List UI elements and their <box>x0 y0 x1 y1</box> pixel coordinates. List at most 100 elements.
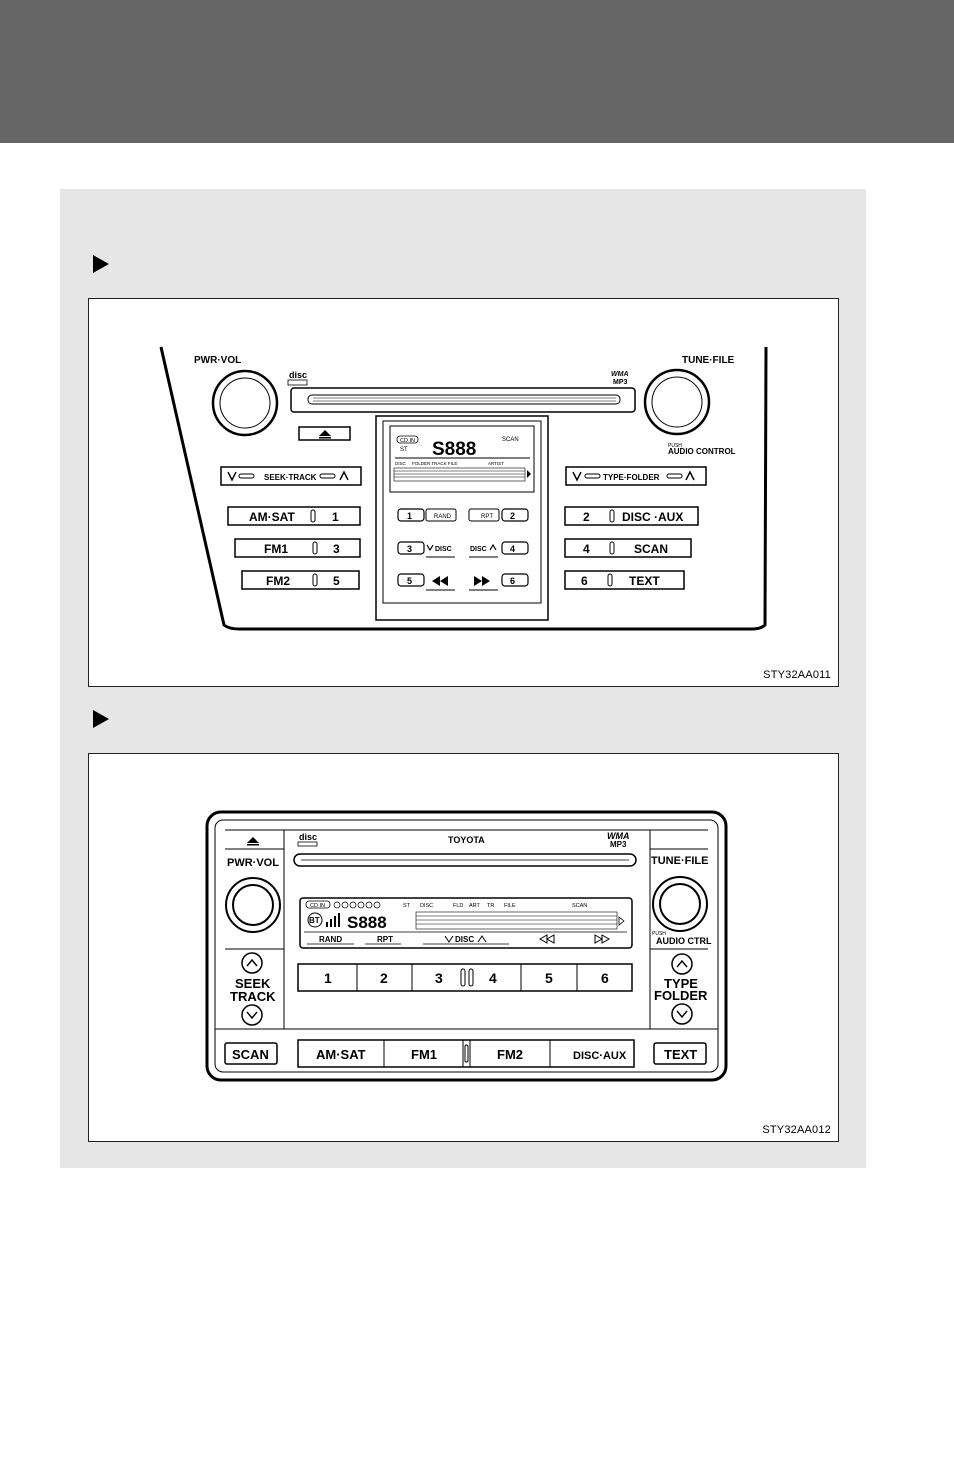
seek-up-button[interactable] <box>241 952 263 974</box>
tune-file-knob[interactable] <box>643 368 711 436</box>
fast-forward-icon <box>594 934 611 944</box>
st-indicator: ST <box>403 903 411 909</box>
tune-file-knob[interactable] <box>652 876 708 932</box>
rand-label: RAND <box>319 935 342 944</box>
preset-label: 1 <box>407 511 412 521</box>
seek-track-label: SEEK·TRACK <box>264 473 317 482</box>
preset-label: 2 <box>510 511 515 521</box>
pwr-vol-knob[interactable] <box>211 369 279 437</box>
push-label: PUSH <box>668 443 682 449</box>
preset-4-button[interactable] <box>501 541 529 555</box>
preset-label: 3 <box>333 542 340 556</box>
type-folder-button[interactable] <box>565 466 707 486</box>
wma-logo: WMA <box>607 831 630 841</box>
fm1-label: FM1 <box>264 542 288 556</box>
disc-up-label: DISC <box>470 546 487 553</box>
preset-4-button[interactable]: 4 <box>489 970 497 986</box>
rewind-icon <box>426 576 455 591</box>
am-sat-preset-1-button[interactable] <box>227 506 361 526</box>
fm2-preset-5-button[interactable] <box>241 570 360 590</box>
toyota-brand-label: TOYOTA <box>448 835 485 845</box>
preset-2-button[interactable] <box>501 508 529 522</box>
rand-indicator <box>425 508 457 522</box>
chevron-down-icon <box>227 471 237 482</box>
scan-button[interactable] <box>224 1042 278 1065</box>
preset-2-button[interactable]: 2 <box>380 970 388 986</box>
preset-6-text-button[interactable] <box>564 570 685 590</box>
cd-in-indicator: CD IN <box>400 438 415 444</box>
dot-matrix-segments <box>415 911 618 930</box>
rand-label: RAND <box>434 514 452 520</box>
disc-slot-indicators <box>333 901 381 909</box>
chevron-down-icon <box>444 935 454 943</box>
bluetooth-indicator <box>307 912 323 928</box>
preset-3-button[interactable]: 3 <box>435 970 443 986</box>
am-sat-label: AM·SAT <box>249 510 295 524</box>
fm1-label: FM1 <box>411 1047 437 1062</box>
disc-slot[interactable] <box>290 387 636 413</box>
seek-track-button[interactable] <box>220 466 362 486</box>
disc-aux-label: DISC ·AUX <box>622 510 683 524</box>
preset-3-button[interactable] <box>397 541 425 555</box>
preset-5-button[interactable] <box>397 573 425 587</box>
preset-label: 6 <box>510 576 515 586</box>
st-indicator: ST <box>400 447 408 453</box>
disc-indicator: DISC <box>395 461 407 466</box>
pointer-arrow-icon <box>93 710 109 728</box>
cd-logo-icon: disc <box>299 832 317 842</box>
rpt-label: RPT <box>481 514 493 520</box>
frequency-digits: S888 <box>347 913 387 932</box>
text-button[interactable] <box>653 1042 707 1065</box>
figure-audio-unit-2: PWR·VOL SEEK TRACK TUNE·FILE PUSH AUDIO … <box>88 753 839 1142</box>
fm2-label: FM2 <box>497 1047 523 1062</box>
preset-2-disc-aux-button[interactable] <box>564 506 699 526</box>
pwr-vol-knob[interactable] <box>225 877 281 933</box>
tune-file-label: TUNE·FILE <box>682 355 735 366</box>
type-folder-down-button[interactable] <box>671 1003 693 1025</box>
pwr-vol-label: PWR·VOL <box>227 857 279 869</box>
disc-mid-label: DISC <box>455 935 474 944</box>
preset-label: 4 <box>510 544 515 554</box>
fm1-preset-3-button[interactable] <box>234 538 361 558</box>
pwr-vol-label: PWR·VOL <box>194 355 241 366</box>
bt-label: BT <box>309 916 320 925</box>
eject-icon[interactable] <box>247 837 259 843</box>
preset-label: 2 <box>583 510 590 524</box>
folder-track-file-indicator: FOLDER TRACK FILE <box>412 461 457 466</box>
fm1-button[interactable]: FM1 <box>411 1047 437 1062</box>
chevron-down-icon <box>676 1010 688 1019</box>
folder-label: FOLDER <box>654 988 708 1003</box>
frequency-digits: S888 <box>432 439 476 460</box>
mp3-logo: MP3 <box>613 379 628 386</box>
type-folder-up-button[interactable] <box>671 953 693 975</box>
figure-audio-unit-1: PWR·VOL TUNE·FILE PUSH AUDIO CONTROL dis… <box>88 298 839 687</box>
chevron-up-icon <box>477 935 487 943</box>
preset-1-button[interactable] <box>397 508 425 522</box>
preset-4-scan-button[interactable] <box>564 538 692 558</box>
audio-ctrl-label: AUDIO CTRL <box>656 936 712 946</box>
preset-label: 2 <box>380 970 388 986</box>
preset-label: 5 <box>407 576 412 586</box>
scan-label: SCAN <box>634 542 668 556</box>
seek-down-button[interactable] <box>241 1004 263 1026</box>
disc-aux-button[interactable]: DISC·AUX <box>573 1050 627 1062</box>
preset-6-button[interactable] <box>501 573 529 587</box>
disc-indicator: DISC <box>420 903 433 909</box>
fm2-button[interactable]: FM2 <box>497 1047 523 1062</box>
preset-6-button[interactable]: 6 <box>601 970 609 986</box>
preset-5-button[interactable]: 5 <box>545 970 553 986</box>
file-indicator: FILE <box>504 903 516 909</box>
preset-label: 3 <box>435 970 443 986</box>
disc-aux-label: DISC·AUX <box>573 1050 627 1062</box>
rpt-label: RPT <box>377 935 393 944</box>
fm2-label: FM2 <box>266 574 290 588</box>
preset-label: 6 <box>601 970 609 986</box>
chevron-up-icon <box>685 470 695 481</box>
wma-logo: WMA <box>611 371 629 378</box>
scan-indicator: SCAN <box>572 903 587 909</box>
tr-indicator: TR <box>487 903 494 909</box>
type-folder-label: TYPE·FOLDER <box>603 473 660 482</box>
preset-label: 1 <box>332 510 339 524</box>
preset-1-button[interactable]: 1 <box>324 970 332 986</box>
am-sat-button[interactable]: AM·SAT <box>316 1047 366 1062</box>
